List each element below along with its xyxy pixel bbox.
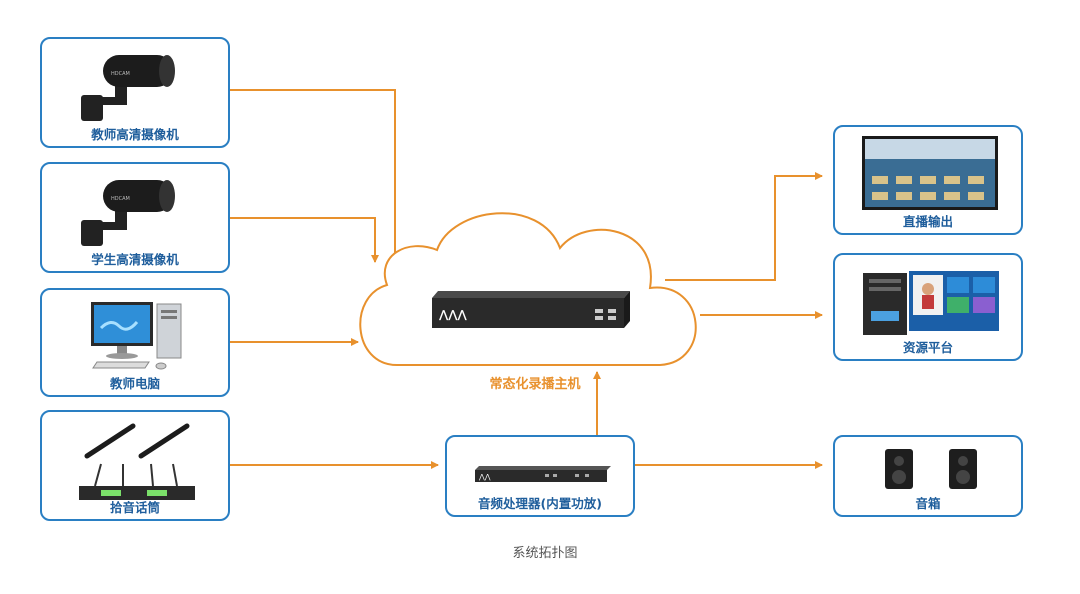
speakers-node: 音箱 — [833, 435, 1023, 517]
dome-camera-icon: HDCAM — [81, 180, 175, 246]
svg-text:⋀⋀: ⋀⋀ — [478, 473, 491, 481]
host-recorder-icon: ⋀⋀⋀ — [432, 291, 630, 328]
svg-text:HDCAM: HDCAM — [111, 71, 130, 77]
microphone-label: 拾音话筒 — [109, 500, 160, 515]
server-dashboard-icon — [863, 271, 999, 335]
svg-text:⋀⋀⋀: ⋀⋀⋀ — [439, 308, 468, 321]
diagram-caption: 系统拓扑图 — [512, 546, 578, 561]
resource-platform-node: 资源平台 — [833, 253, 1023, 361]
arrow-teacher-camera — [230, 89, 399, 263]
teacher-pc-label: 教师电脑 — [109, 376, 160, 391]
host-label: 常态化录播主机 — [489, 377, 581, 392]
teacher-camera-label: 教师高清摄像机 — [91, 127, 179, 142]
speaker-icon — [885, 449, 977, 489]
student-camera-node: HDCAM 学生高清摄像机 — [40, 162, 230, 273]
speakers-label: 音箱 — [915, 496, 941, 511]
teacher-pc-node: 教师电脑 — [40, 288, 230, 397]
dome-camera-icon: HDCAM — [81, 55, 175, 121]
live-output-node: 直播输出 — [833, 125, 1023, 235]
arrow-live-output — [665, 172, 823, 281]
cloud-icon — [359, 212, 697, 366]
svg-text:HDCAM: HDCAM — [111, 196, 130, 202]
rack-unit-icon: ⋀⋀ — [475, 466, 611, 482]
microphone-node: 拾音话筒 — [40, 410, 230, 521]
live-output-label: 直播输出 — [902, 214, 953, 229]
desktop-computer-icon — [91, 302, 182, 370]
arrow-student-camera — [230, 217, 379, 263]
audio-processor-label: 音频处理器(内置功放) — [478, 496, 602, 511]
wireless-microphone-icon — [79, 423, 195, 500]
student-camera-label: 学生高清摄像机 — [91, 252, 179, 267]
audio-processor-node: ⋀⋀ 音频处理器(内置功放) — [445, 435, 635, 517]
classroom-screen-icon — [862, 136, 998, 210]
resource-platform-label: 资源平台 — [902, 340, 953, 355]
teacher-camera-node: HDCAM 教师高清摄像机 — [40, 37, 230, 148]
